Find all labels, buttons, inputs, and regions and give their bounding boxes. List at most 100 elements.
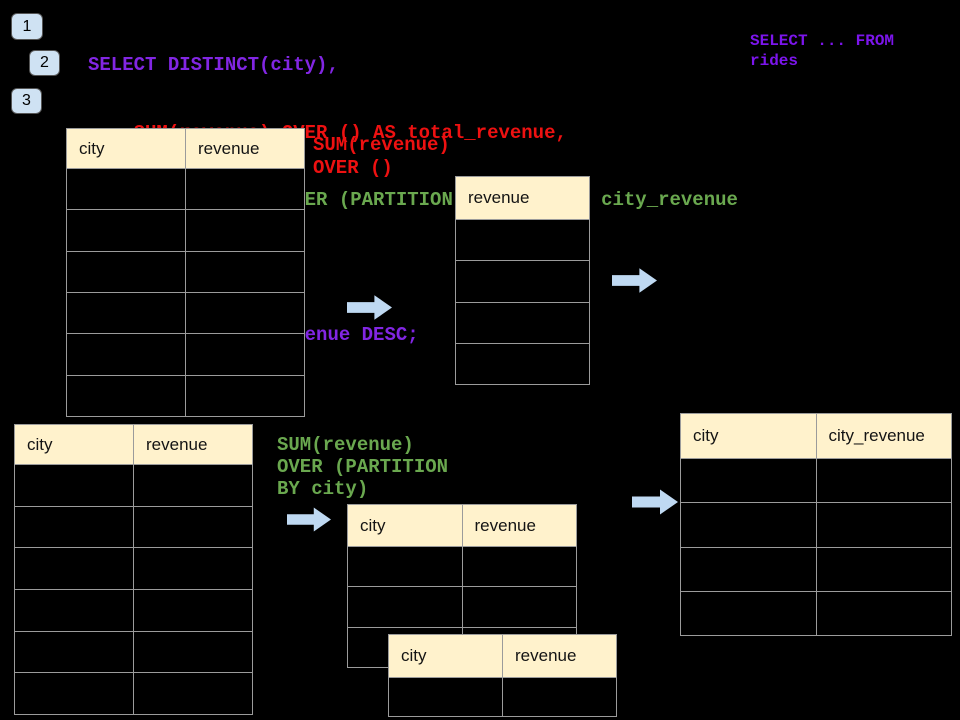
arrow-right-icon	[287, 506, 331, 533]
table-cell	[681, 503, 816, 547]
table-source-top-header: city revenue	[67, 129, 304, 169]
table-cell	[461, 547, 576, 587]
step-badge-3-label: 3	[22, 92, 31, 109]
table-row	[348, 586, 576, 627]
table-row	[456, 301, 589, 343]
step-badge-2: 2	[29, 50, 60, 76]
table-city-revenue-body	[681, 459, 951, 635]
table-cell	[133, 548, 252, 590]
table-row	[67, 169, 304, 210]
table-partition-back-header: city revenue	[389, 635, 616, 678]
table-cell	[681, 459, 816, 503]
table-cell	[15, 631, 133, 673]
table-cell	[681, 591, 816, 635]
table-partition-back-body	[389, 678, 616, 716]
table-row	[67, 250, 304, 292]
table-cell	[456, 343, 589, 384]
table-cell	[67, 210, 185, 251]
header-cell-city: city	[360, 515, 386, 535]
table-row	[15, 505, 252, 548]
table-cell	[185, 251, 304, 292]
table-total-revenue-result: revenue	[455, 176, 590, 385]
table-cell	[185, 375, 304, 416]
table-cell	[133, 465, 252, 506]
step-badge-1: 1	[11, 13, 43, 40]
table-cell	[67, 375, 185, 416]
table-cell	[815, 591, 951, 635]
table-cell	[456, 261, 589, 302]
table-cell	[502, 678, 616, 716]
table-cell	[133, 506, 252, 548]
step-badge-2-label: 2	[40, 54, 49, 71]
table-cell	[461, 587, 576, 627]
table-row	[15, 672, 252, 715]
table-cell	[67, 251, 185, 292]
table-source-top-body	[67, 169, 304, 416]
header-cell-revenue: revenue	[502, 635, 616, 677]
table-source-bottom: city revenue	[14, 424, 253, 715]
table-row	[681, 590, 951, 635]
sql-line-select: SELECT DISTINCT(city),	[88, 54, 339, 76]
table-cell	[15, 673, 133, 715]
table-row	[456, 220, 589, 261]
table-cell	[456, 220, 589, 261]
table-cell	[348, 587, 462, 627]
header-cell-revenue: revenue	[185, 129, 304, 168]
table-source-bottom-body	[15, 465, 252, 715]
table-cell	[185, 210, 304, 251]
table-row	[67, 209, 304, 251]
table-cell	[185, 169, 304, 210]
table-cell	[67, 292, 185, 334]
table-partition-back: city revenue	[388, 634, 617, 717]
table-cell	[815, 547, 951, 591]
table-row	[15, 630, 252, 673]
header-cell-city: city	[401, 646, 427, 665]
table-row	[67, 374, 304, 416]
table-cell	[15, 465, 133, 506]
table-total-revenue-body	[456, 220, 589, 384]
table-row	[681, 502, 951, 547]
table-cell	[133, 590, 252, 631]
table-row	[15, 465, 252, 506]
table-row	[67, 291, 304, 334]
annotation-window-partition: SUM(revenue) OVER (PARTITION BY city)	[277, 434, 449, 500]
table-row	[456, 260, 589, 302]
table-row	[681, 459, 951, 503]
header-cell-city: city	[693, 426, 719, 445]
table-city-revenue-header: city city_revenue	[681, 414, 951, 459]
table-cell	[456, 302, 589, 343]
arrow-right-icon	[347, 294, 392, 321]
table-row	[15, 589, 252, 631]
table-total-revenue-header: revenue	[456, 177, 589, 220]
side-note-select-from-rides: SELECT ... FROM rides	[750, 32, 895, 70]
arrow-right-icon	[632, 488, 678, 516]
table-cell	[15, 590, 133, 631]
header-cell-city-revenue: city_revenue	[815, 414, 952, 458]
table-cell	[67, 169, 185, 210]
table-source-bottom-header: city revenue	[15, 425, 252, 465]
table-cell	[15, 548, 133, 590]
header-cell-revenue: revenue	[461, 505, 577, 546]
table-cell	[815, 503, 951, 547]
table-row	[456, 342, 589, 384]
arrow-right-icon	[612, 267, 657, 294]
header-cell-city: city	[79, 138, 105, 158]
table-cell	[348, 547, 462, 587]
header-cell-revenue: revenue	[133, 425, 252, 464]
table-cell	[185, 334, 304, 375]
header-cell-city: city	[27, 434, 53, 454]
table-cell	[15, 506, 133, 548]
table-cell	[133, 631, 252, 673]
step-badge-1-label: 1	[22, 17, 32, 35]
step-badge-3: 3	[11, 88, 42, 114]
table-row	[67, 333, 304, 375]
table-row	[15, 547, 252, 590]
table-cell	[133, 673, 252, 715]
table-source-top: city revenue	[66, 128, 305, 417]
table-cell	[67, 334, 185, 375]
table-cell	[681, 547, 816, 591]
table-cell	[815, 459, 951, 503]
table-partition-front-header: city revenue	[348, 505, 576, 547]
table-cell	[389, 678, 502, 716]
